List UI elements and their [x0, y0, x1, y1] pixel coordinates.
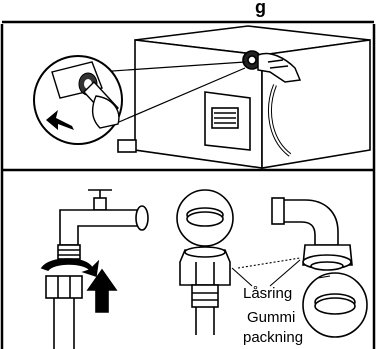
heading-fragment: g [255, 0, 266, 17]
lock-ring-label: Låsring [243, 286, 292, 302]
lock-ring-detail [177, 190, 233, 335]
gasket-label-line2: packning [243, 330, 303, 346]
gasket-label-line1: Gummi [247, 310, 295, 326]
washing-machine [118, 26, 370, 168]
water-tap [42, 190, 148, 349]
magnifier-circle [34, 56, 122, 144]
